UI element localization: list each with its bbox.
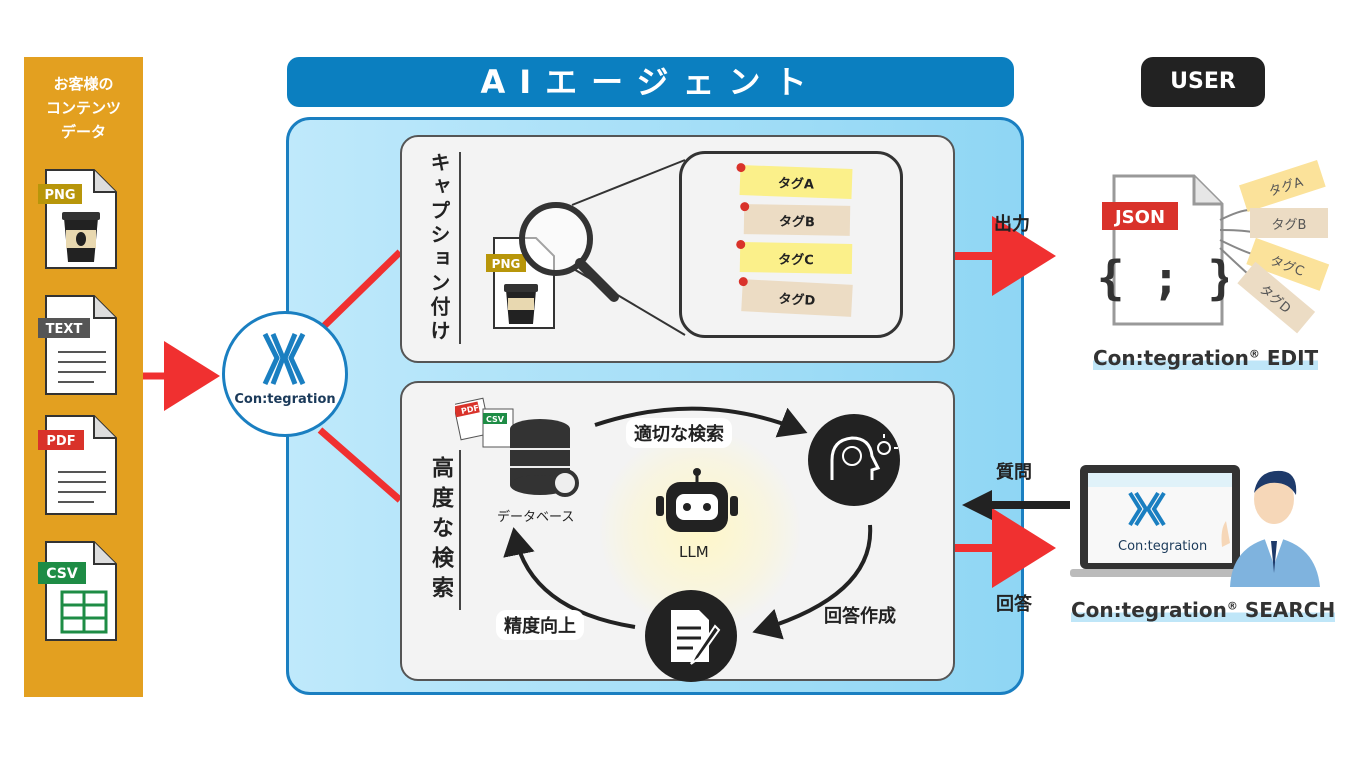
tag-c-note: タグC (736, 239, 853, 274)
svg-text:CSV: CSV (486, 415, 505, 424)
text-file-icon: TEXT (38, 295, 117, 395)
tag-d-note: タグD (738, 276, 853, 317)
user-badge: USER (1141, 57, 1265, 107)
contegration-hub: Con:tegration (222, 311, 348, 437)
svg-text:タグB: タグB (1272, 218, 1307, 233)
robot-icon (656, 468, 738, 532)
csv-file-label: CSV (46, 566, 78, 582)
pdf-file-label: PDF (46, 434, 75, 449)
answer-label: 回答 (996, 594, 1032, 615)
svg-text:JSON: JSON (1113, 207, 1165, 228)
database-label: データベース (497, 510, 575, 525)
json-tag-cluster: タグA タグB タグC タグD (1219, 159, 1330, 334)
output-label: 出力 (994, 214, 1030, 235)
laptop-screen-label: Con:tegration (1118, 539, 1208, 554)
question-label: 質問 (996, 462, 1032, 483)
laptop-icon (1070, 465, 1248, 577)
brain-idea-icon (808, 414, 900, 506)
step-improve-label: 精度向上 (496, 610, 584, 640)
content-data-title: お客様の コンテンツ データ (45, 75, 121, 141)
user-person-icon (1221, 470, 1320, 587)
edit-product-name: Con:tegration® EDIT (1093, 346, 1319, 370)
csv-file-icon: CSV (38, 541, 117, 641)
search-title: 高度な検索 (428, 456, 453, 606)
caption-title: キャプション付け (427, 152, 451, 344)
hub-to-search-line (317, 427, 403, 503)
step-answer-label: 回答作成 (824, 606, 896, 627)
search-product-name: Con:tegration® SEARCH (1071, 598, 1336, 622)
question-arrowhead (962, 490, 992, 520)
pdf-file-icon: PDF (38, 415, 117, 515)
llm-label: LLM (679, 543, 709, 561)
tag-b-note: タグB (740, 202, 851, 236)
svg-text:{ ; }: { ; } (1098, 251, 1228, 305)
search-divider (459, 450, 461, 610)
png-file-label: PNG (44, 188, 75, 203)
svg-text:PDF: PDF (460, 403, 479, 416)
png-file-icon: PNG (38, 169, 117, 269)
json-file-icon: JSON { ; } (1098, 174, 1228, 326)
contegration-logo-icon (262, 332, 306, 386)
zoom-lines (571, 159, 686, 336)
database-icon: PDF CSV (455, 397, 579, 497)
cycle-arrows (503, 406, 873, 640)
magnifier-icon (519, 202, 619, 302)
text-file-label: TEXT (46, 322, 83, 337)
document-edit-icon (645, 590, 737, 682)
pin-icon (738, 276, 749, 287)
step-search-label: 適切な検索 (626, 418, 732, 448)
hub-label: Con:tegration (234, 392, 336, 407)
hub-to-caption-line (317, 249, 403, 333)
caption-divider (459, 152, 461, 344)
tag-a-note: タグA (736, 162, 853, 199)
ai-agent-header: AIエージェント (287, 57, 1014, 107)
svg-text:PNG: PNG (492, 257, 521, 271)
